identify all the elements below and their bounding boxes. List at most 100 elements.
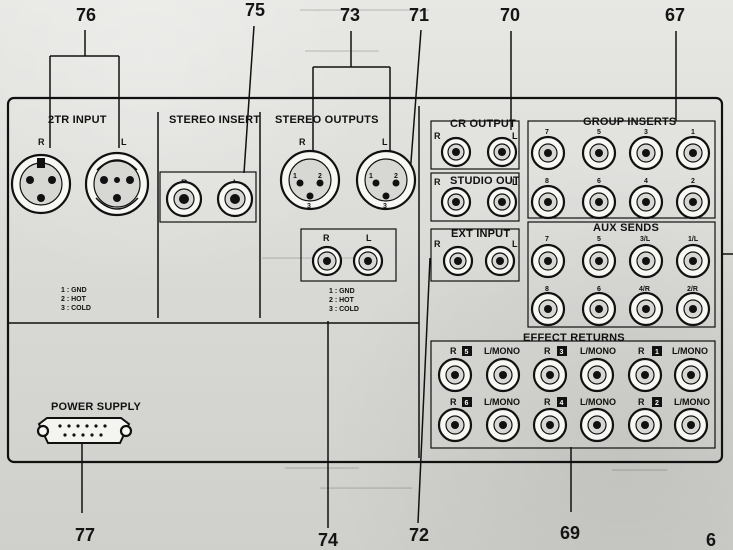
stereo-output-r-label: R [299, 137, 306, 147]
svg-text:8: 8 [545, 286, 549, 293]
svg-text:5: 5 [597, 236, 601, 243]
svg-text:7: 7 [545, 236, 549, 243]
studio-out-title: STUDIO OUT [450, 175, 520, 187]
svg-text:1: 1 [293, 173, 297, 180]
group-inserts-jacks: 7 5 3 1 8 6 4 2 [530, 129, 711, 220]
studio-out-r-label: R [434, 177, 441, 187]
background-manual-text: ──────── [304, 43, 379, 58]
svg-text:R: R [450, 397, 457, 407]
stereo-insert-right-jack [165, 180, 203, 218]
rca-output-r-label: R [323, 233, 330, 243]
svg-text:8: 8 [545, 178, 549, 185]
callout-70: 70 [500, 5, 520, 25]
rca-output-right-jack [311, 245, 343, 277]
svg-text:L/MONO: L/MONO [672, 346, 708, 356]
tr-input-l-label: L [121, 137, 127, 147]
aux-sends-title: AUX SENDS [593, 222, 659, 234]
cr-output-right-jack [440, 136, 472, 168]
svg-text:2: 2 [394, 173, 398, 180]
background-manual-text: ────────────── [299, 2, 430, 17]
effect-returns-title: EFFECT RETURNS [523, 332, 625, 344]
svg-text:6: 6 [597, 286, 601, 293]
effect-returns-labels: R 5 L/MONO R 3 L/MONO R 1 L/MONO R 6 L/M… [450, 346, 710, 407]
svg-text:R: R [544, 397, 551, 407]
effect-returns-group [430, 340, 716, 449]
ext-input-left-jack [484, 245, 516, 277]
rear-panel-outline [6, 96, 724, 464]
group-inserts-title: GROUP INSERTS [583, 116, 676, 128]
callout-67: 67 [665, 5, 685, 25]
stereo-insert-title: STEREO INSERT [169, 114, 260, 126]
ext-input-l-label: L [512, 239, 518, 249]
svg-text:6: 6 [597, 178, 601, 185]
svg-text:R: R [638, 397, 645, 407]
stereo-outputs-title: STEREO OUTPUTS [275, 114, 379, 126]
background-manual-text: ────── [611, 462, 668, 477]
power-supply-title: POWER SUPPLY [51, 401, 141, 413]
callout-72: 72 [409, 525, 429, 545]
callout-71: 71 [409, 5, 429, 25]
cr-output-l-label: L [512, 131, 518, 141]
rca-output-l-label: L [366, 233, 372, 243]
rca-output-left-jack [352, 245, 384, 277]
callout-74: 74 [318, 530, 338, 550]
callout-75: 75 [245, 0, 265, 20]
callout-69: 69 [560, 523, 580, 543]
stereo-output-l-label: L [382, 137, 388, 147]
svg-text:3/L: 3/L [640, 236, 651, 243]
callout-73: 73 [340, 5, 360, 25]
svg-text:3: 3 [383, 203, 387, 210]
stereo-insert-left-jack [216, 180, 254, 218]
svg-text:1: 1 [655, 349, 659, 356]
cr-output-r-label: R [434, 131, 441, 141]
svg-text:R: R [638, 346, 645, 356]
svg-text:L/MONO: L/MONO [580, 346, 616, 356]
svg-text:L/MONO: L/MONO [580, 397, 616, 407]
leader-line [409, 29, 422, 176]
svg-text:1/L: 1/L [688, 236, 699, 243]
callout-76: 76 [76, 5, 96, 25]
callout-6-partial: 6 [706, 530, 716, 550]
ext-input-right-jack [442, 245, 474, 277]
background-manual-text: ──────── [284, 460, 359, 475]
svg-text:4: 4 [644, 178, 648, 185]
svg-text:5: 5 [465, 349, 469, 356]
studio-out-l-label: L [512, 177, 518, 187]
svg-text:2: 2 [691, 178, 695, 185]
cr-output-left-jack [486, 136, 518, 168]
svg-text:3: 3 [307, 203, 311, 210]
svg-text:L/MONO: L/MONO [674, 397, 710, 407]
xlr-pin-hot-label: 2 : HOT [61, 296, 87, 303]
ext-input-title: EXT INPUT [451, 228, 510, 240]
aux-sends-jacks: 7 5 3/L 1/L 8 6 4/R 2/R [530, 236, 711, 327]
studio-out-right-jack [440, 186, 472, 218]
tr-input-title: 2TR INPUT [48, 114, 107, 126]
xlr-output-left-jack: 1 2 3 [355, 149, 417, 211]
svg-text:1: 1 [691, 129, 695, 136]
svg-text:2: 2 [655, 400, 659, 407]
leader-line [417, 257, 431, 524]
xlr-pin-cold-label: 3 : COLD [61, 305, 91, 312]
svg-text:7: 7 [545, 129, 549, 136]
svg-text:3: 3 [560, 349, 564, 356]
background-manual-text: ────────── [319, 480, 413, 495]
studio-out-left-jack [486, 186, 518, 218]
svg-text:3: 3 [644, 129, 648, 136]
tr-input-r-label: R [38, 137, 45, 147]
callout-77: 77 [75, 525, 95, 545]
svg-text:6: 6 [465, 400, 469, 407]
effect-returns-jacks [437, 357, 709, 443]
output-pin-cold-label: 3 : COLD [329, 306, 359, 313]
ext-input-r-label: R [434, 239, 441, 249]
svg-text:4: 4 [560, 400, 564, 407]
xlr-input-left-jack [84, 151, 150, 217]
output-pin-hot-label: 2 : HOT [329, 297, 355, 304]
xlr-input-right-jack [10, 153, 72, 215]
xlr-pin-ground-label: 1 : GND [61, 287, 87, 294]
svg-text:5: 5 [597, 129, 601, 136]
svg-text:L/MONO: L/MONO [484, 346, 520, 356]
svg-text:2: 2 [318, 173, 322, 180]
svg-text:L/MONO: L/MONO [484, 397, 520, 407]
